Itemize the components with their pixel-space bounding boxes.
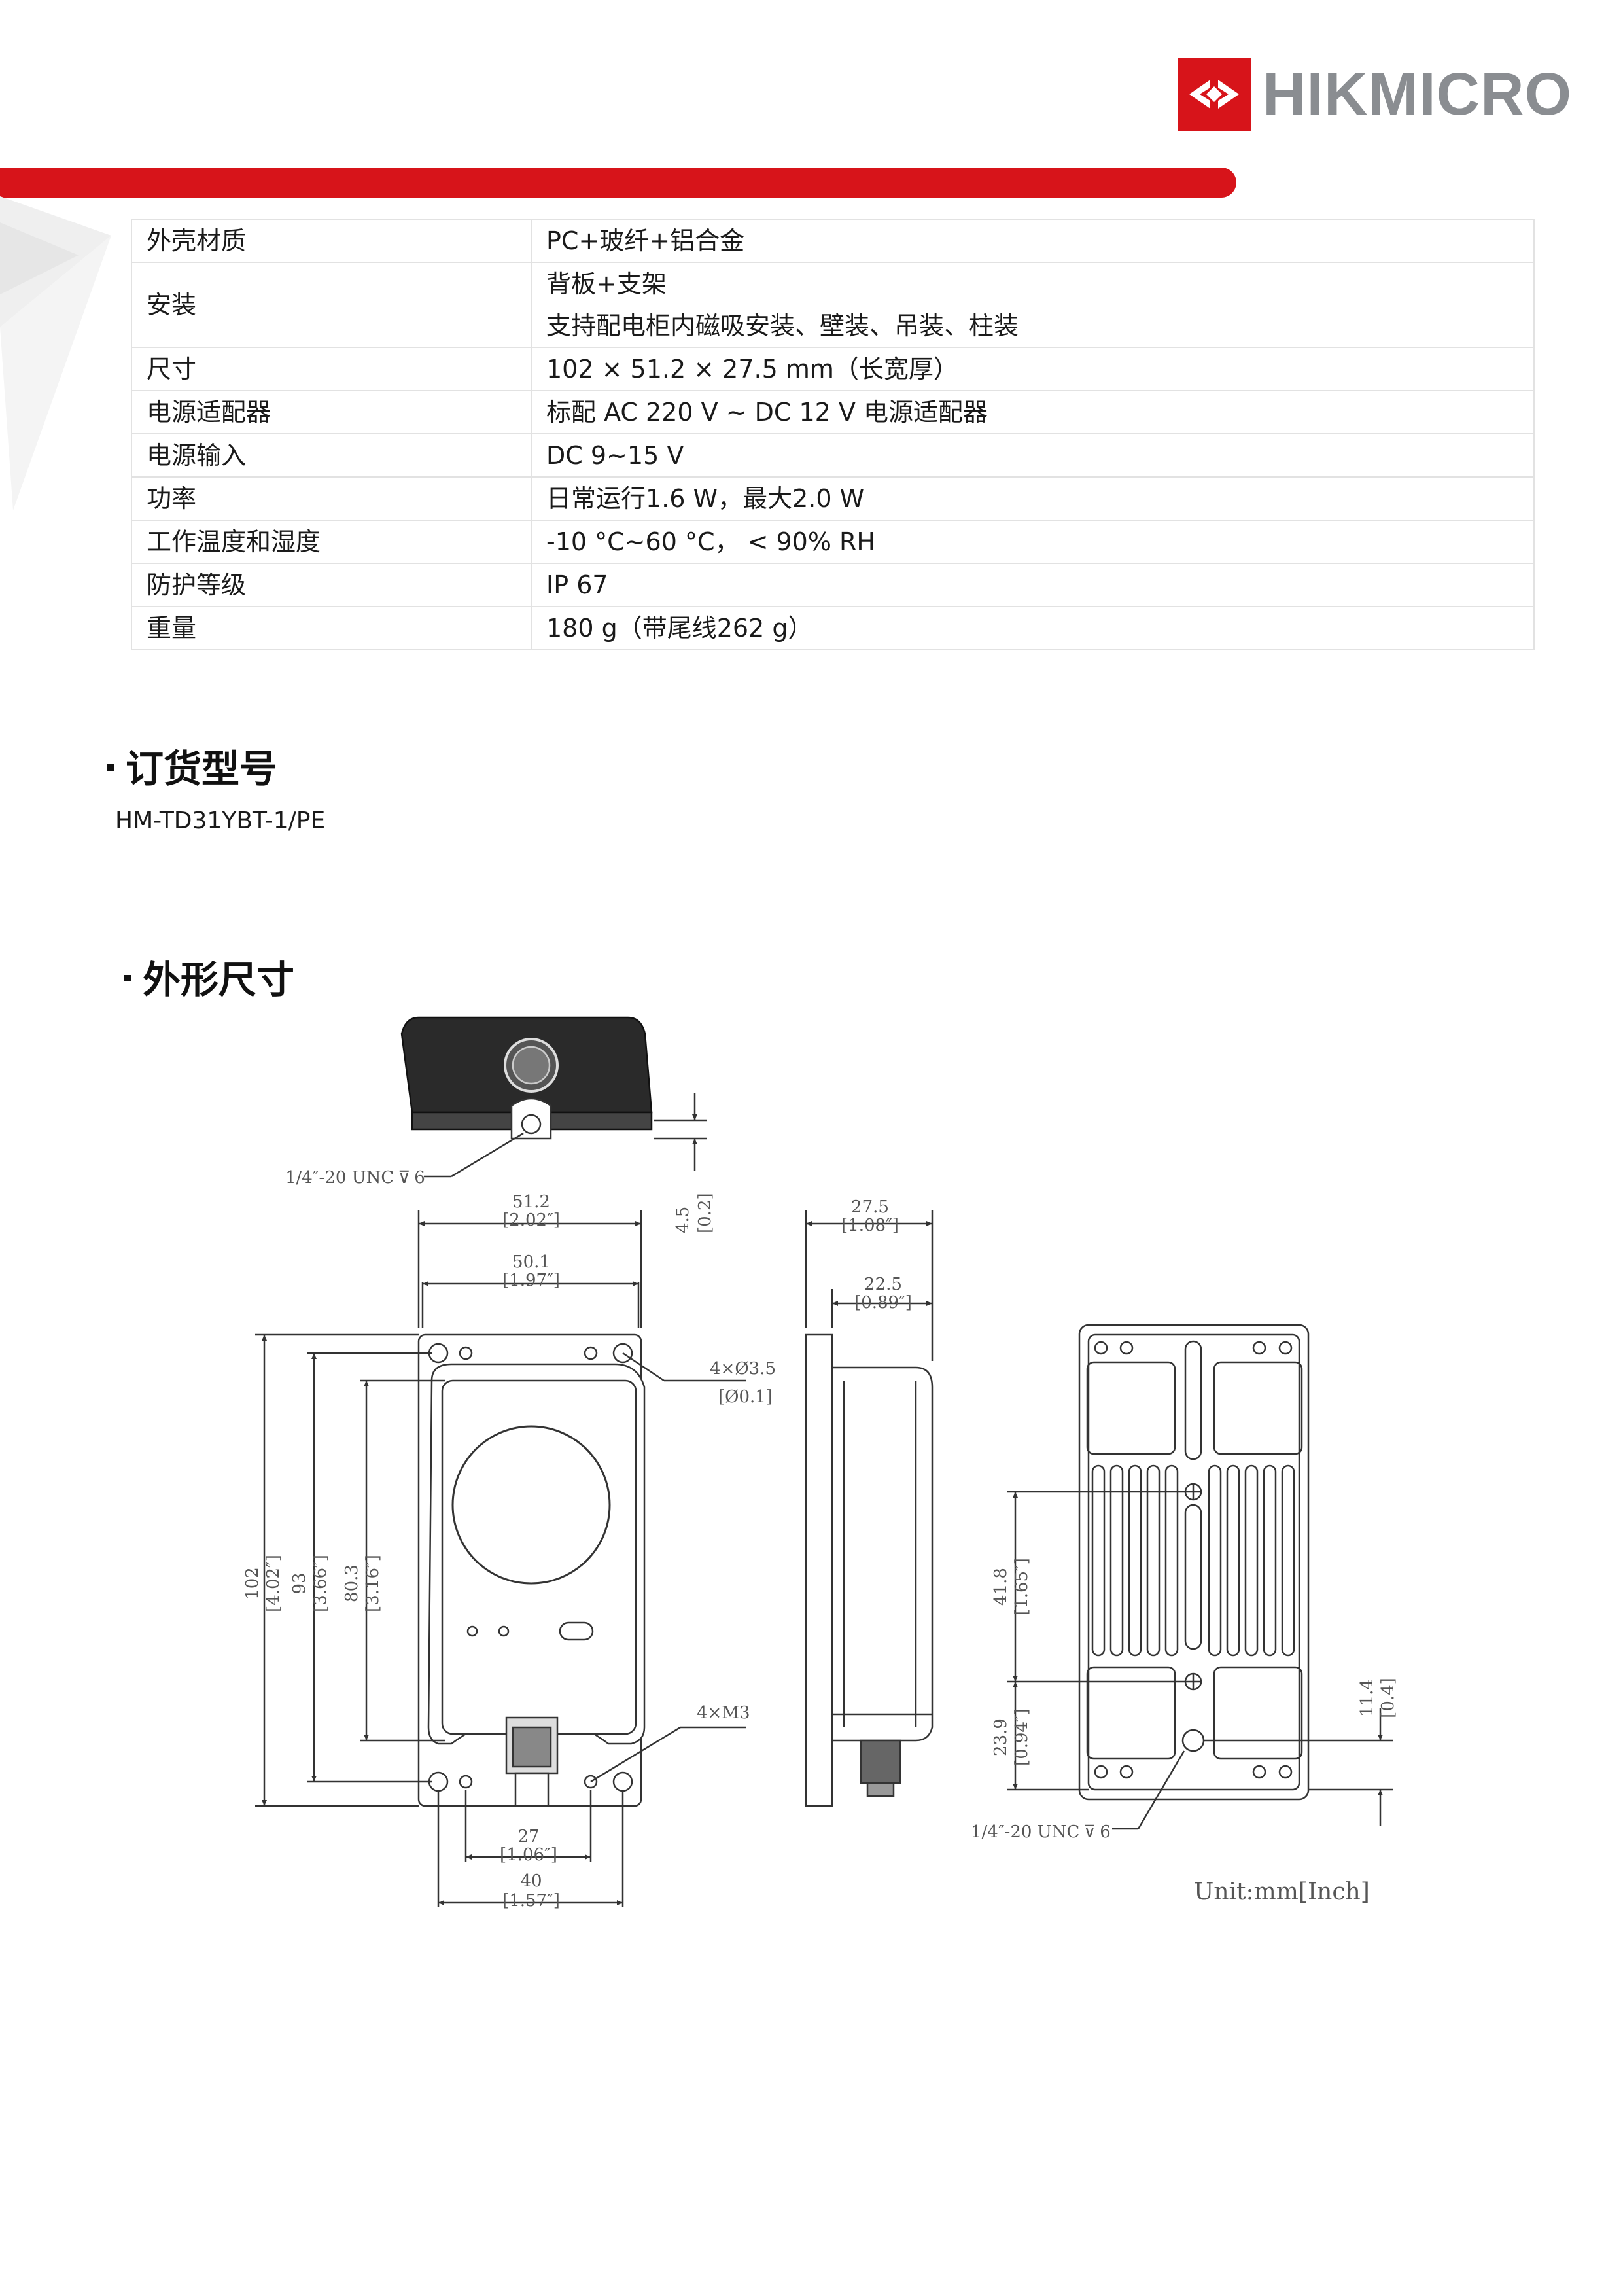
spec-row: 尺寸 102 × 51.2 × 27.5 mm（长宽厚） — [131, 347, 1535, 391]
holes-inch-label: [Ø0.1] — [718, 1387, 773, 1407]
ordering-section-title: 订货型号 — [107, 746, 277, 792]
spec-value: 180 g（带尾线262 g） — [531, 606, 1535, 650]
spec-key: 电源适配器 — [131, 390, 532, 434]
dim-50-1: 50.1 — [512, 1252, 550, 1272]
dim-11-4-inch: [0.4] — [1378, 1678, 1398, 1718]
dim-51-2-inch: [2.02″] — [502, 1210, 560, 1230]
spec-row: 电源输入 DC 9~15 V — [131, 433, 1535, 478]
dimensions-section-title: 外形尺寸 — [124, 957, 294, 1002]
spec-row: 防护等级 IP 67 — [131, 563, 1535, 607]
dim-93-inch: [3.66″] — [311, 1555, 330, 1612]
dim-102: 102 — [243, 1567, 262, 1600]
spec-key: 防护等级 — [131, 563, 532, 607]
unit-label: Unit:mm[Inch] — [1194, 1879, 1370, 1905]
dim-41-8: 41.8 — [991, 1568, 1011, 1606]
hikmicro-logo-icon — [1178, 58, 1251, 131]
spec-value-line: -10 °C~60 °C， < 90% RH — [546, 527, 875, 556]
dim-27-5: 27.5 — [851, 1197, 889, 1217]
spec-value-line: PC+玻纤+铝合金 — [546, 226, 745, 255]
side-view — [805, 1210, 934, 1807]
spec-key: 重量 — [131, 606, 532, 650]
spec-value: DC 9~15 V — [531, 433, 1535, 478]
spec-value-line: 日常运行1.6 W，最大2.0 W — [546, 484, 865, 513]
spec-value-line: 背板+支架 — [546, 270, 667, 298]
spec-value: 102 × 51.2 × 27.5 mm（长宽厚） — [531, 347, 1535, 391]
dim-11-4: 11.4 — [1357, 1679, 1377, 1717]
spec-value-line: 支持配电柜内磁吸安装、壁装、吊装、柱装 — [546, 311, 1019, 340]
spec-row: 外壳材质 PC+玻纤+铝合金 — [131, 219, 1535, 263]
dim-51-2: 51.2 — [512, 1192, 550, 1212]
dim-80-3: 80.3 — [342, 1564, 362, 1602]
spec-row: 重量 180 g（带尾线262 g） — [131, 606, 1535, 650]
spec-value: 标配 AC 220 V ~ DC 12 V 电源适配器 — [531, 390, 1535, 434]
spec-row: 功率日常运行1.6 W，最大2.0 W — [131, 476, 1535, 521]
back-view — [1007, 1324, 1393, 1830]
brand-name: HIKMICRO — [1263, 61, 1573, 128]
spec-key: 外壳材质 — [131, 219, 532, 263]
dim-4-5-inch: [0.2] — [695, 1193, 715, 1233]
m3-label: 4×M3 — [697, 1703, 750, 1723]
dim-27: 27 — [517, 1827, 539, 1846]
spec-row: 电源适配器标配 AC 220 V ~ DC 12 V 电源适配器 — [131, 390, 1535, 434]
spec-value: 日常运行1.6 W，最大2.0 W — [531, 476, 1535, 521]
spec-key: 工作温度和湿度 — [131, 520, 532, 564]
spec-key: 功率 — [131, 476, 532, 521]
dim-23-9: 23.9 — [991, 1718, 1011, 1756]
dim-40: 40 — [520, 1871, 542, 1891]
spec-key: 安装 — [131, 262, 532, 348]
dim-4-5: 4.5 — [673, 1207, 693, 1233]
model-number: HM-TD31YBT-1/PE — [115, 807, 326, 834]
bullet-icon — [107, 764, 114, 771]
decorative-shard-graphic — [0, 196, 111, 510]
spec-value-line: 标配 AC 220 V ~ DC 12 V 电源适配器 — [546, 398, 988, 427]
dim-102-inch: [4.02″] — [264, 1555, 283, 1612]
spec-value: 背板+支架支持配电柜内磁吸安装、壁装、吊装、柱装 — [531, 262, 1535, 348]
spec-value-line: IP 67 — [546, 571, 608, 599]
dim-27-inch: [1.06″] — [500, 1845, 557, 1865]
spec-value-line: DC 9~15 V — [546, 441, 684, 470]
dim-50-1-inch: [1.97″] — [502, 1271, 560, 1290]
dim-93: 93 — [290, 1572, 309, 1594]
spec-row: 安装背板+支架支持配电柜内磁吸安装、壁装、吊装、柱装 — [131, 262, 1535, 348]
dim-22-5: 22.5 — [864, 1275, 902, 1294]
dim-23-9-inch: [0.94″] — [1012, 1708, 1032, 1766]
dim-40-inch: [1.57″] — [502, 1891, 560, 1911]
spec-row: 工作温度和湿度 -10 °C~60 °C， < 90% RH — [131, 520, 1535, 564]
dim-80-3-inch: [3.16″] — [363, 1555, 383, 1612]
spec-value: -10 °C~60 °C， < 90% RH — [531, 520, 1535, 564]
dim-27-5-inch: [1.08″] — [841, 1216, 899, 1235]
dim-41-8-inch: [1.65″] — [1012, 1558, 1032, 1616]
screw-top-label: 1/4″-20 UNC⊽6 — [285, 1168, 425, 1188]
front-view — [255, 1210, 746, 1907]
holes-label: 4×Ø3.5 — [710, 1359, 776, 1379]
spec-value: IP 67 — [531, 563, 1535, 607]
screw-back-label: 1/4″-20 UNC⊽6 — [971, 1822, 1111, 1842]
spec-value-line: 102 × 51.2 × 27.5 mm（长宽厚） — [546, 355, 958, 383]
brand-logo: HIKMICRO — [1178, 58, 1571, 131]
spec-value-line: 180 g（带尾线262 g） — [546, 614, 813, 643]
bullet-icon — [124, 974, 131, 981]
spec-value: PC+玻纤+铝合金 — [531, 219, 1535, 263]
header-red-bar — [0, 168, 1236, 198]
top-view — [400, 1016, 707, 1178]
spec-key: 尺寸 — [131, 347, 532, 391]
dim-22-5-inch: [0.89″] — [854, 1293, 912, 1313]
spec-key: 电源输入 — [131, 433, 532, 478]
